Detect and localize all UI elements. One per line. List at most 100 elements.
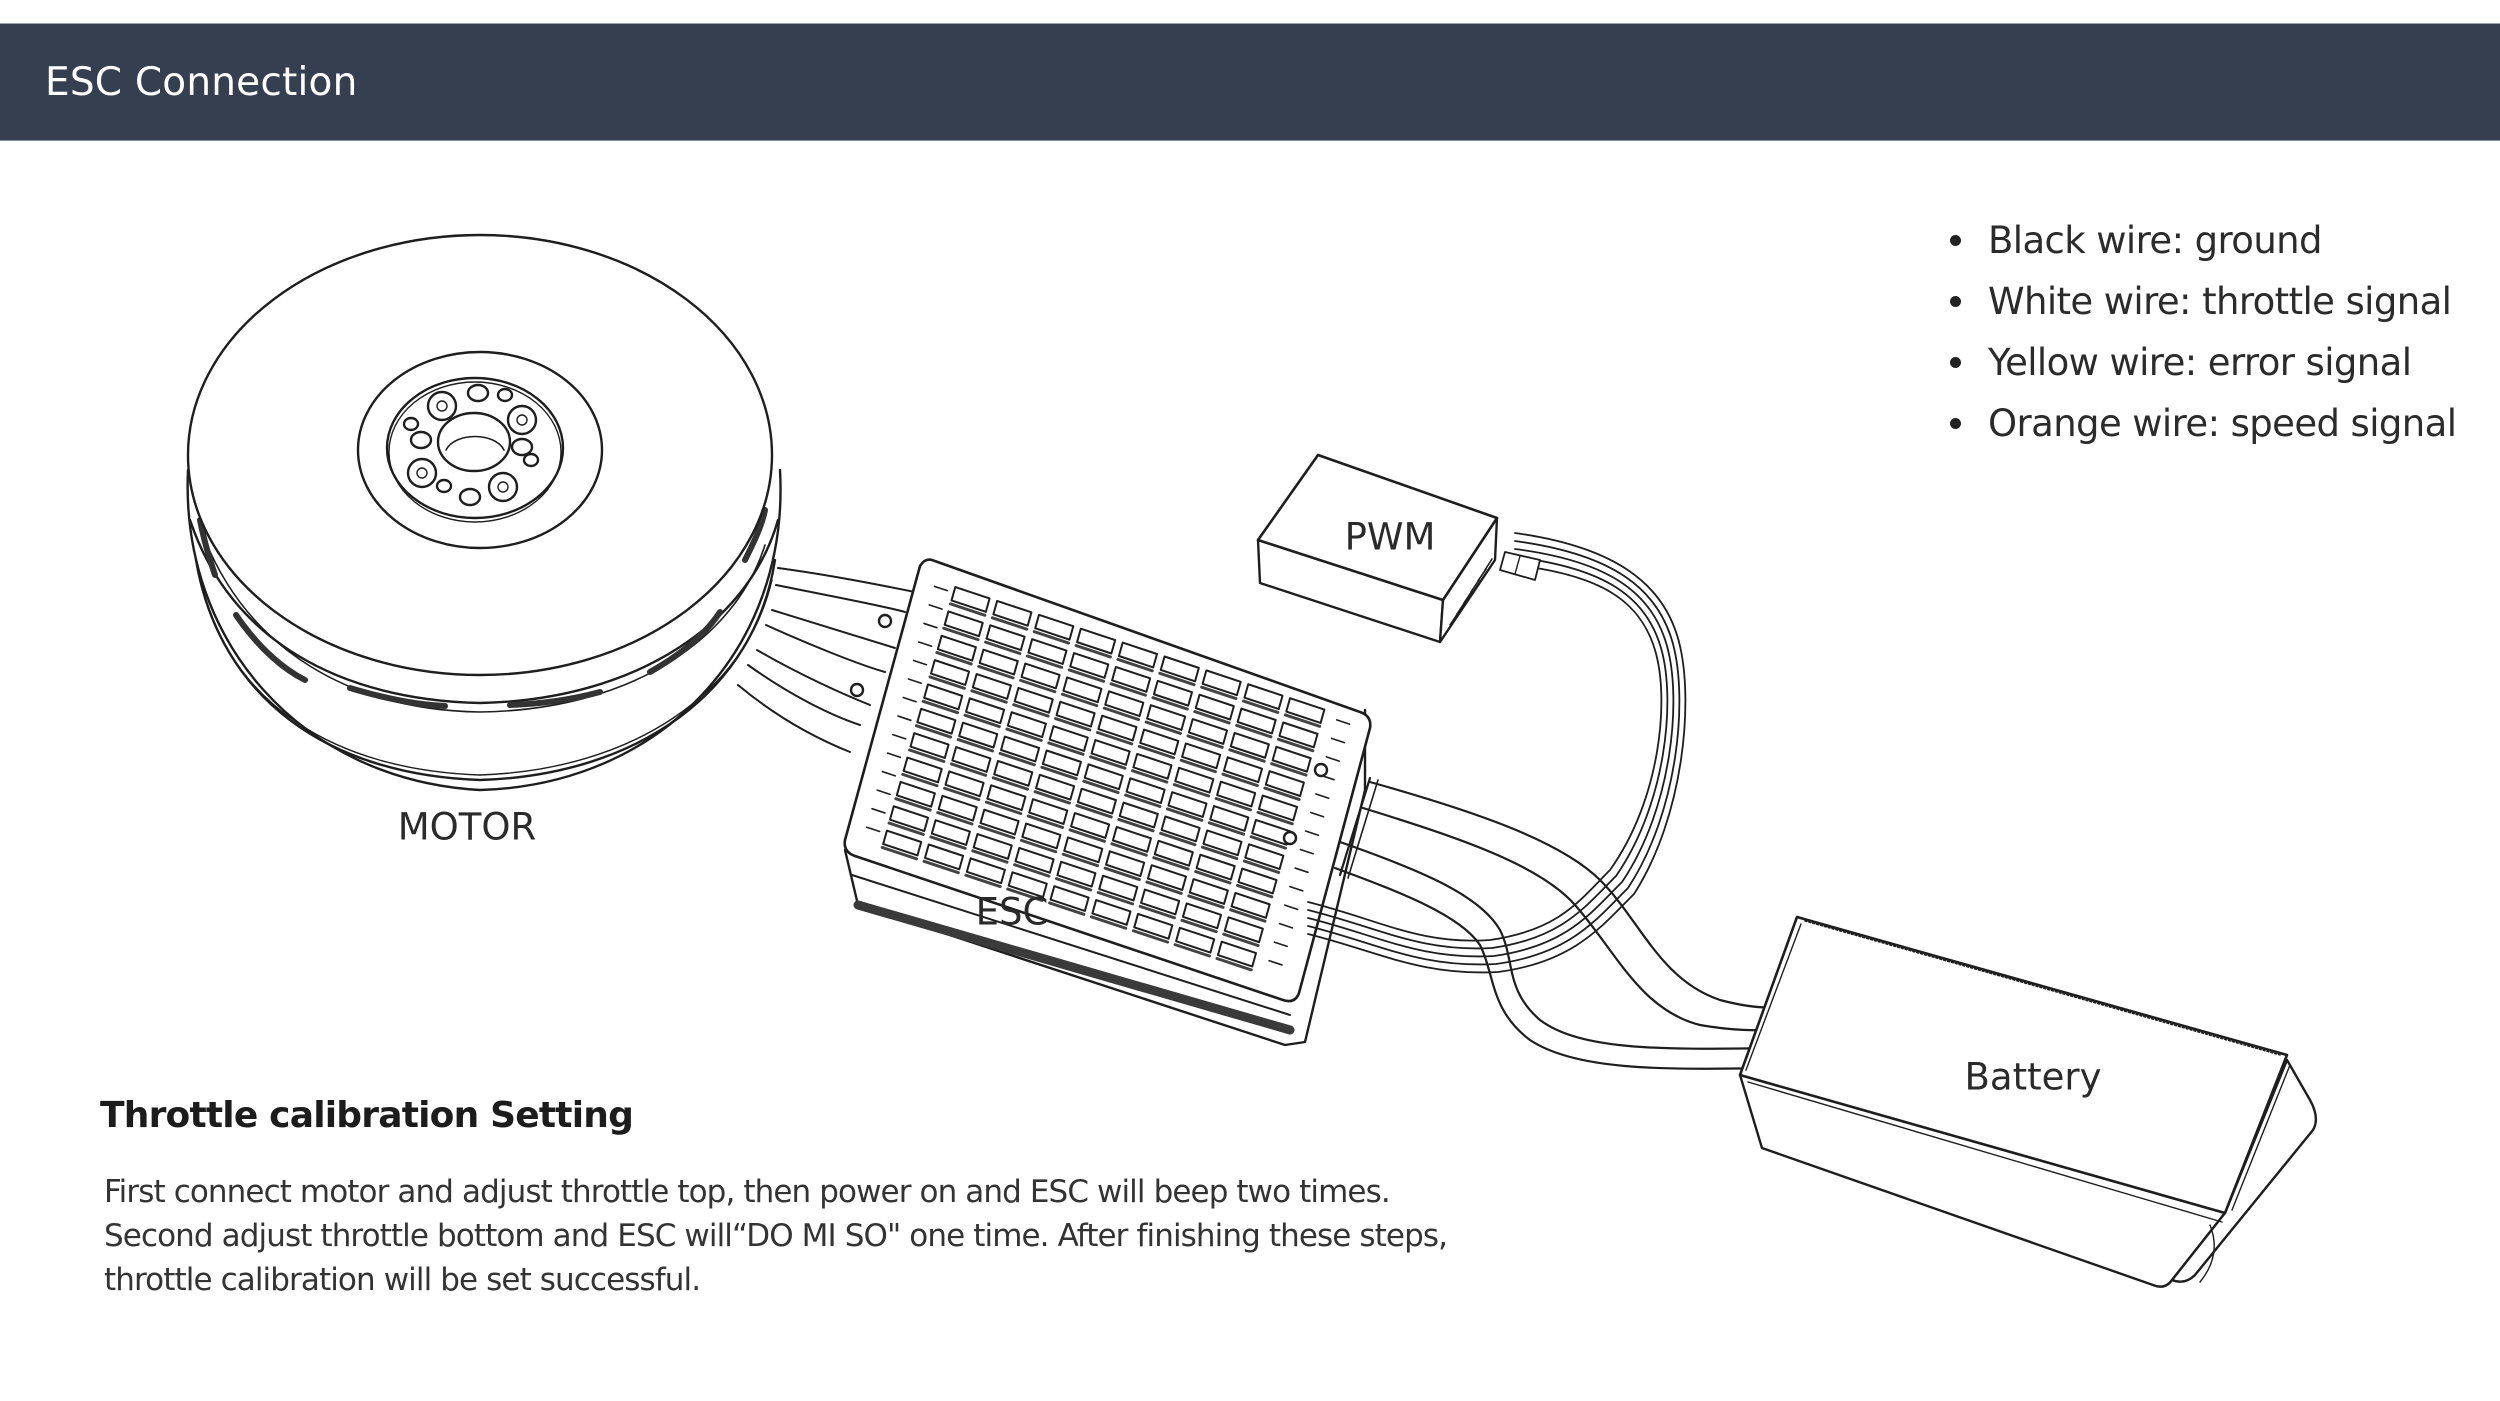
heatsink-fin-shadow: [1047, 741, 1085, 756]
legend-item: Orange wire: speed signal: [1950, 393, 2457, 454]
heatsink-fin: [1111, 665, 1152, 693]
instruction-line: First connect motor and adjust throttle …: [104, 1174, 1391, 1210]
heatsink-fin-shadow: [1103, 866, 1141, 882]
heatsink-fin-shadow: [1032, 630, 1071, 645]
heatsink-fin: [923, 683, 964, 711]
legend-item: Yellow wire: error signal: [1950, 332, 2456, 393]
heatsink-fin-shadow: [1193, 710, 1231, 725]
heatsink-fin-shadow: [956, 738, 995, 753]
heatsink-fin: [1070, 812, 1111, 839]
heatsink-fin-shadow: [1186, 734, 1224, 749]
heatsink-fin: [1035, 773, 1076, 801]
heatsink-fin-shadow: [1074, 644, 1112, 659]
heatsink-fin: [1209, 805, 1250, 832]
esc-rail-groove: [892, 733, 907, 740]
heatsink-fin: [1132, 752, 1173, 780]
esc-rail-groove: [918, 641, 933, 648]
heatsink-fin: [1028, 798, 1069, 825]
legend-item: Black wire: ground: [1950, 210, 2456, 271]
header-bar: ESC Connection: [0, 23, 2500, 141]
heatsink-fin: [1264, 770, 1305, 797]
heatsink-fin-shadow: [963, 713, 1001, 729]
esc-rail-groove: [881, 770, 897, 777]
bullet-icon: [1950, 235, 1961, 246]
esc-rail-groove: [1268, 959, 1283, 966]
heatsink-fin: [1251, 818, 1292, 846]
heatsink-fin: [993, 759, 1034, 787]
heatsink-fin-shadow: [921, 699, 960, 715]
heatsink-fin-shadow: [929, 835, 967, 850]
heatsink-fin-shadow: [1159, 831, 1197, 847]
heatsink-fin: [1175, 926, 1216, 954]
esc-rail-groove: [933, 585, 949, 592]
heatsink-fin-shadow: [1283, 713, 1322, 728]
heatsink-fin-shadow: [922, 859, 960, 875]
legend-item: White wire: throttle signal: [1950, 271, 2456, 332]
heatsink-fin: [1167, 791, 1208, 818]
esc-rail-groove: [1294, 867, 1309, 874]
heatsink-fin: [1027, 638, 1068, 665]
heatsink-fin-shadow: [964, 873, 1002, 889]
heatsink-fin: [1006, 711, 1047, 739]
esc-rail-groove: [1325, 756, 1340, 762]
heatsink-fin-shadow: [984, 800, 1023, 816]
heatsink-fin-shadow: [1235, 723, 1273, 739]
heatsink-fin-shadow: [984, 640, 1022, 656]
heatsink-fin-shadow: [1145, 880, 1183, 895]
heatsink-fin-shadow: [1221, 772, 1259, 788]
heatsink-fin: [1125, 777, 1166, 805]
heatsink-fin-shadow: [970, 689, 1008, 704]
heatsink-fin: [1014, 846, 1055, 874]
heatsink-fin: [1243, 683, 1284, 711]
esc-rail-groove: [886, 752, 902, 759]
heatsink-fin: [936, 634, 977, 662]
heatsink-fin: [1105, 850, 1146, 878]
heatsink-fin-shadow: [1228, 748, 1266, 763]
heatsink-fin-shadow: [1200, 685, 1238, 701]
esc-rail-groove: [1304, 830, 1320, 837]
heatsink-fin: [1133, 912, 1174, 940]
heatsink-fin-shadow: [1263, 786, 1301, 801]
battery-leads: [1333, 776, 1782, 1070]
heatsink-fin-shadow: [901, 772, 939, 788]
heatsink-fin-shadow: [1005, 727, 1043, 742]
heatsink-fin-shadow: [1256, 810, 1294, 826]
heatsink-fin-shadow: [1249, 835, 1287, 850]
heatsink-fin-shadow: [1187, 894, 1225, 909]
esc-drawing: [843, 558, 1372, 1047]
heatsink-fin: [1007, 871, 1048, 899]
heatsink-fin-shadow: [1026, 814, 1065, 829]
heatsink-fin: [1244, 843, 1285, 871]
heatsink-fin: [1048, 725, 1089, 752]
heatsink-fin: [882, 829, 923, 857]
heatsink-fin: [1159, 655, 1200, 683]
heatsink-fin: [986, 784, 1027, 812]
heatsink-fin: [924, 843, 965, 871]
heatsink-fin-shadow: [1054, 717, 1092, 732]
heatsink-fin-shadow: [894, 797, 932, 812]
esc-rail-groove: [866, 826, 881, 833]
battery-drawing: [1738, 915, 2318, 1288]
esc-rail-groove: [1283, 904, 1299, 911]
heatsink-fin: [1000, 735, 1041, 763]
heatsink-fin: [965, 857, 1006, 885]
heatsink-fin: [930, 659, 971, 686]
heatsink-fin: [1063, 836, 1104, 864]
heatsink-fin-shadow: [1172, 783, 1211, 798]
heatsink-fin-shadow: [1194, 870, 1232, 885]
heatsink-fin: [1216, 780, 1257, 808]
heatsink-fin-shadow: [887, 821, 925, 836]
heatsink-fin-shadow: [1067, 668, 1106, 683]
heatsink-fin: [1083, 763, 1124, 791]
heatsink-fin: [1090, 739, 1131, 766]
heatsink-fin: [944, 770, 985, 798]
esc-rail-groove: [876, 789, 891, 796]
heatsink-fin: [1140, 888, 1181, 916]
esc-heatsink-fins: [866, 585, 1351, 972]
heatsink-fin: [1021, 822, 1062, 850]
heatsink-fin-shadow: [949, 762, 988, 777]
heatsink-fin: [1201, 669, 1242, 697]
heatsink-fin-shadow: [908, 748, 946, 763]
heatsink-fin-shadow: [1151, 696, 1189, 711]
